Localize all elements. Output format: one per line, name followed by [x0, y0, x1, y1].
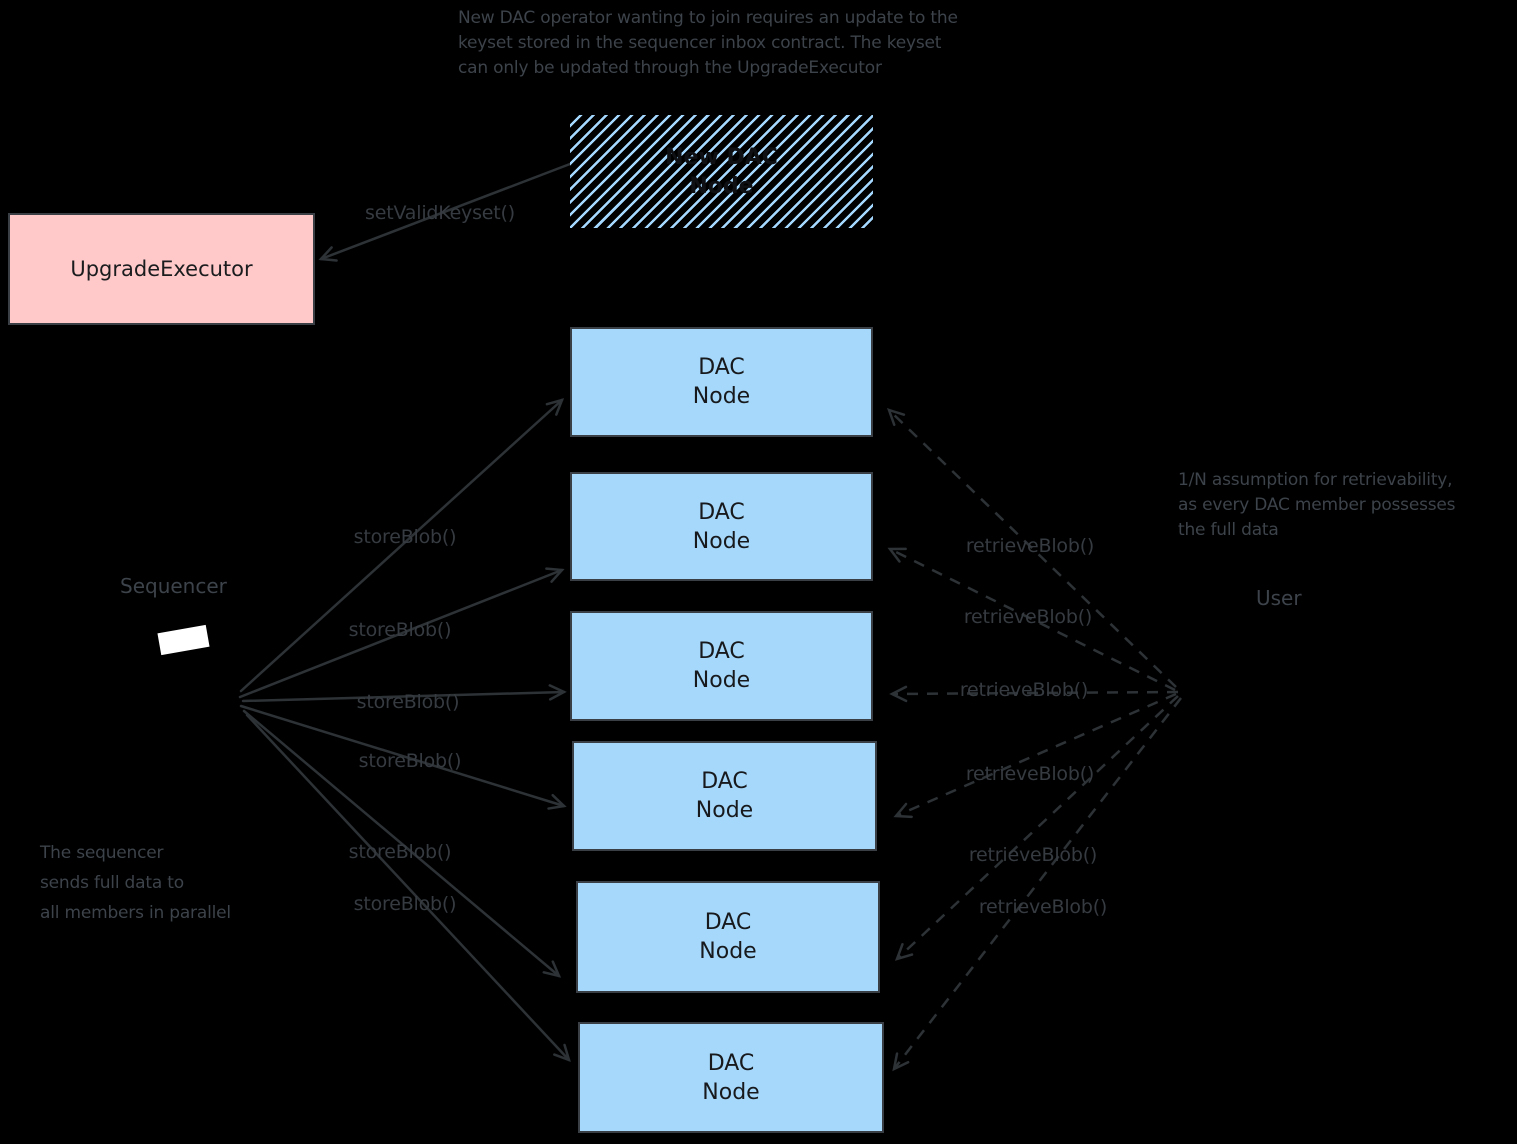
- retrievability-note: 1/N assumption for retrievability, as ev…: [1178, 470, 1456, 540]
- dac-node-box-6: DAC Node: [578, 1022, 884, 1133]
- sequencer-parallel-note: The sequencer sends full data to all mem…: [40, 843, 231, 923]
- retrieve-blob-arrow-5: [894, 695, 1179, 961]
- user-label: User: [1256, 586, 1302, 610]
- store-blob-label-1: storeBlob(): [353, 526, 457, 548]
- store-blob-label-3: storeBlob(): [356, 691, 460, 713]
- set-valid-keyset-arrow: [318, 162, 572, 262]
- store-blob-label-2: storeBlob(): [348, 619, 452, 641]
- store-blob-label-5: storeBlob(): [348, 841, 452, 863]
- dac-node-box-5: DAC Node: [576, 881, 880, 993]
- store-blob-arrow-4: [239, 704, 567, 810]
- retrieve-blob-arrow-4: [893, 692, 1177, 819]
- keyset-update-note: New DAC operator wanting to join require…: [458, 8, 958, 78]
- retrieve-blob-label-2: retrieveBlob(): [963, 606, 1093, 628]
- retrieve-blob-label-4: retrieveBlob(): [965, 763, 1095, 785]
- store-blob-label-4: storeBlob(): [358, 750, 462, 772]
- store-blob-label-6: storeBlob(): [353, 893, 457, 915]
- retrieve-blob-label-6: retrieveBlob(): [978, 896, 1108, 918]
- retrieve-blob-label-5: retrieveBlob(): [968, 844, 1098, 866]
- retrieve-blob-arrow-6: [892, 697, 1182, 1072]
- set-valid-keyset-label: setValidKeyset(): [365, 202, 515, 224]
- retrieve-blob-label-3: retrieveBlob(): [959, 679, 1089, 701]
- store-blob-arrow-2: [238, 567, 565, 699]
- retrieve-blob-arrow-3: [889, 685, 1179, 703]
- retrieve-blob-label-1: retrieveBlob(): [965, 535, 1095, 557]
- store-blob-arrow-1: [239, 398, 565, 693]
- retrieve-blob-arrow-2: [887, 547, 1176, 692]
- dac-node-box-4: DAC Node: [572, 741, 877, 851]
- dac-node-box-3: DAC Node: [570, 611, 873, 721]
- dac-node-box-1: DAC Node: [570, 327, 873, 437]
- dac-node-box-2: DAC Node: [570, 472, 873, 581]
- new-dac-node-box: New DAC Node: [570, 115, 873, 228]
- store-blob-arrow-5: [242, 709, 562, 978]
- upgrade-executor-box: UpgradeExecutor: [8, 213, 315, 325]
- store-blob-arrow-6: [245, 713, 571, 1063]
- store-blob-arrow-3: [241, 684, 567, 703]
- sequencer-label: Sequencer: [120, 574, 227, 598]
- retrieve-blob-arrow-1: [886, 408, 1177, 688]
